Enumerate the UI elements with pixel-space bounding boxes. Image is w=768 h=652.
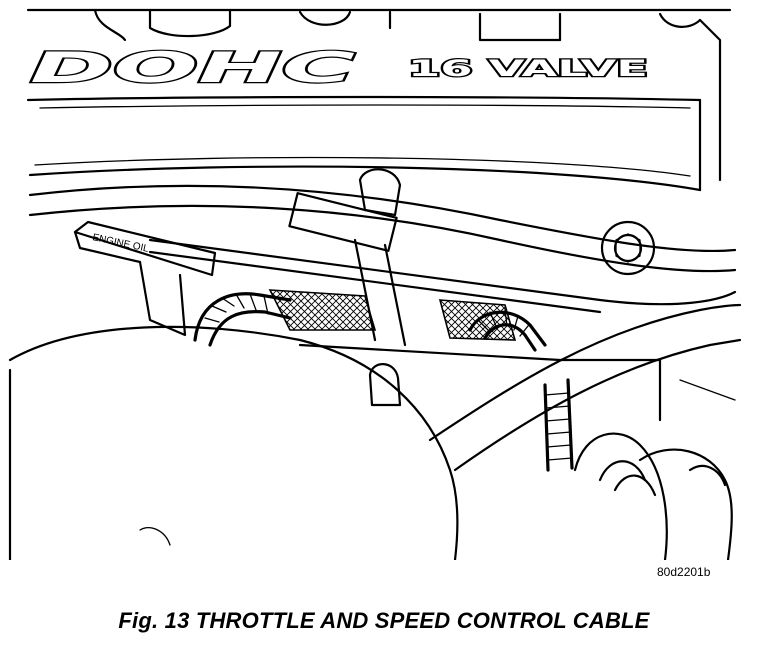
wiring-loom (193, 292, 574, 472)
intake-and-hoses (8, 303, 742, 560)
cable-clamp (288, 168, 407, 347)
engine-oil-dipstick: ENGINE OIL (73, 220, 217, 337)
hatched-brackets (268, 289, 517, 341)
mounting-bolt (600, 220, 656, 276)
cover-text-dohc: DOHC (30, 43, 355, 92)
valve-cover (26, 8, 732, 192)
figure-caption: Fig. 13 THROTTLE AND SPEED CONTROL CABLE (118, 608, 650, 633)
engine-bay-illustration: DOHC 16 VALVE ENGINE OIL (8, 8, 742, 560)
cover-lettering: DOHC 16 VALVE (29, 42, 649, 93)
reference-code: 80d2201b (657, 565, 711, 579)
throttle-cable (28, 184, 737, 314)
cover-text-16-valve: 16 VALVE (408, 57, 648, 82)
